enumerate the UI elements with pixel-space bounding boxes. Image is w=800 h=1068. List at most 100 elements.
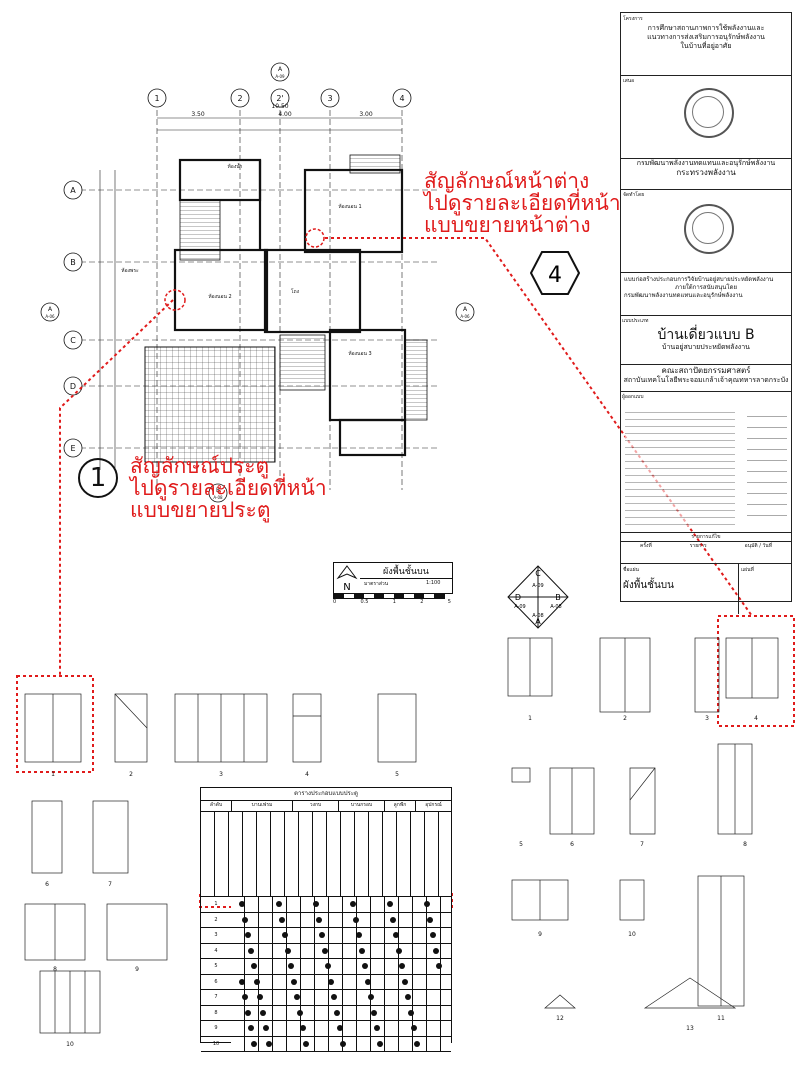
table-dot	[251, 963, 257, 969]
table-dot	[263, 1025, 269, 1031]
table-dot	[337, 1025, 343, 1031]
table-row-cells	[231, 912, 451, 927]
university-seal-icon	[684, 204, 734, 254]
designer-list	[625, 406, 735, 526]
door-label-2: 2	[129, 771, 133, 778]
sheet-no-label: แผ่นที่	[741, 567, 754, 573]
section-tag-bottom-letter: B	[216, 487, 220, 494]
table-dot	[408, 1009, 414, 1016]
table-group: บานกรอบ	[339, 801, 385, 811]
table-dot	[387, 901, 393, 907]
section-tag-right-sheet: A-06	[460, 314, 470, 319]
table-row: 3	[201, 928, 451, 944]
grid-row-b: B	[70, 258, 76, 267]
room-hall: โถง	[291, 288, 300, 295]
grid-row-e: E	[70, 444, 75, 453]
window-label-7: 7	[640, 841, 644, 848]
rev-col: รายการ	[689, 543, 707, 549]
section-tag-right-letter: A	[463, 306, 468, 313]
table-dot	[251, 1040, 257, 1047]
dim-top-3: 3.00	[359, 111, 373, 118]
institute-name: สถาบันเทคโนโลยีพระจอมเกล้าเจ้าคุณทหารลาด…	[623, 376, 789, 384]
table-subheader	[201, 812, 451, 897]
door-schedule-table: ตารางประกอบแบบประตู ลำดับ บานเฟรม วงกบ บ…	[200, 787, 452, 1052]
door-label-5: 5	[395, 771, 399, 778]
title-block: โครงการ การศึกษาสถานภาพการใช้พลังงานและ …	[620, 12, 792, 614]
window-label-11: 11	[717, 1015, 725, 1022]
designer-label: ผู้ออกแบบ	[622, 394, 644, 400]
window-note-line-1: สัญลักษณ์หน้าต่าง	[424, 169, 590, 193]
table-row-number: 2	[214, 916, 218, 923]
door-label-10: 10	[66, 1041, 74, 1048]
door-note-line-1: สัญลักษณ์ประตู	[130, 454, 270, 478]
table-dot	[424, 901, 430, 907]
table-row-cells	[231, 943, 451, 958]
table-dot	[291, 978, 297, 985]
table-dot	[331, 994, 337, 1000]
table-dot	[288, 963, 294, 969]
table-dot	[242, 994, 248, 1000]
svg-text:C: C	[535, 569, 541, 578]
table-row-number: 9	[214, 1025, 218, 1032]
table-row-number: 10	[212, 1040, 220, 1047]
svg-text:A-08: A-08	[532, 613, 543, 619]
svg-text:N: N	[343, 582, 350, 592]
table-row-cells	[231, 974, 451, 989]
table-row: 2	[201, 912, 451, 928]
section-tag-left-sheet: A-06	[45, 314, 55, 319]
table-row-number: 8	[214, 1009, 218, 1016]
north-arrow-icon: N	[336, 565, 358, 592]
window-label-1: 1	[528, 715, 532, 722]
window-note-line-2: ไปดูรายละเอียดที่หน้า	[424, 191, 621, 215]
scale-label: มาตราส่วน	[364, 581, 389, 587]
table-group: ลูกฟัก	[385, 801, 416, 811]
table-row-number: 6	[214, 978, 218, 985]
door-label-4: 4	[305, 771, 309, 778]
svg-text:A-08: A-08	[550, 604, 561, 610]
room-study: ห้องพระ	[121, 267, 139, 274]
room-bed1: ห้องนอน 1	[338, 203, 361, 210]
table-dot	[334, 1009, 340, 1016]
svg-text:B: B	[555, 593, 561, 602]
table-dot	[297, 1009, 303, 1016]
table-dot	[260, 1009, 266, 1016]
ministry-seal-icon	[684, 88, 734, 138]
window-label-13: 13	[686, 1025, 694, 1032]
table-dot	[294, 994, 300, 1000]
table-dot	[328, 978, 334, 985]
table-row: 4	[201, 943, 451, 959]
sheet-title-label: ชื่อแผ่น	[623, 567, 639, 573]
window-symbol-note: สัญลักษณ์หน้าต่าง ไปดูรายละเอียดที่หน้า …	[424, 170, 621, 236]
window-note-line-3: แบบขยายหน้าต่าง	[424, 213, 591, 237]
funding-line-3: กรมพัฒนาพลังงานทดแทนและอนุรักษ์พลังงาน	[624, 292, 743, 299]
door-note-line-3: แบบขยายประตู	[130, 498, 271, 522]
table-group: ลำดับ	[201, 801, 232, 811]
svg-text:A-09: A-09	[514, 604, 525, 610]
window-label-6: 6	[570, 841, 574, 848]
scale-tick: 1	[392, 599, 396, 605]
svg-text:A: A	[535, 617, 541, 626]
door-label-7: 7	[108, 881, 112, 888]
scale-tick: 5	[447, 599, 451, 605]
window-hex-symbol: 4	[530, 251, 580, 295]
table-dot	[374, 1025, 380, 1031]
table-dot	[239, 901, 245, 907]
table-dot	[248, 947, 254, 954]
table-dot	[433, 947, 439, 954]
table-row: 7	[201, 990, 451, 1006]
table-dot	[248, 1025, 254, 1031]
table-group: อุปกรณ์	[425, 802, 442, 808]
window-hex-number: 4	[548, 263, 562, 288]
table-dot	[377, 1040, 383, 1047]
section-tag-left-letter: A	[48, 306, 53, 313]
scale-tick: 0.5	[360, 599, 369, 605]
table-dot	[245, 1009, 251, 1016]
table-dot	[436, 963, 442, 969]
table-dot	[319, 932, 325, 938]
table-dot	[313, 901, 319, 907]
signature-column	[747, 406, 787, 526]
scale-box: N ผังพื้นชั้นบน มาตราส่วน 1:100 0 0.5 1 …	[333, 562, 453, 605]
dept-line: กรมพัฒนาพลังงานทดแทนและอนุรักษ์พลังงาน	[636, 159, 776, 167]
table-dot	[303, 1040, 309, 1047]
table-dot	[402, 978, 408, 985]
